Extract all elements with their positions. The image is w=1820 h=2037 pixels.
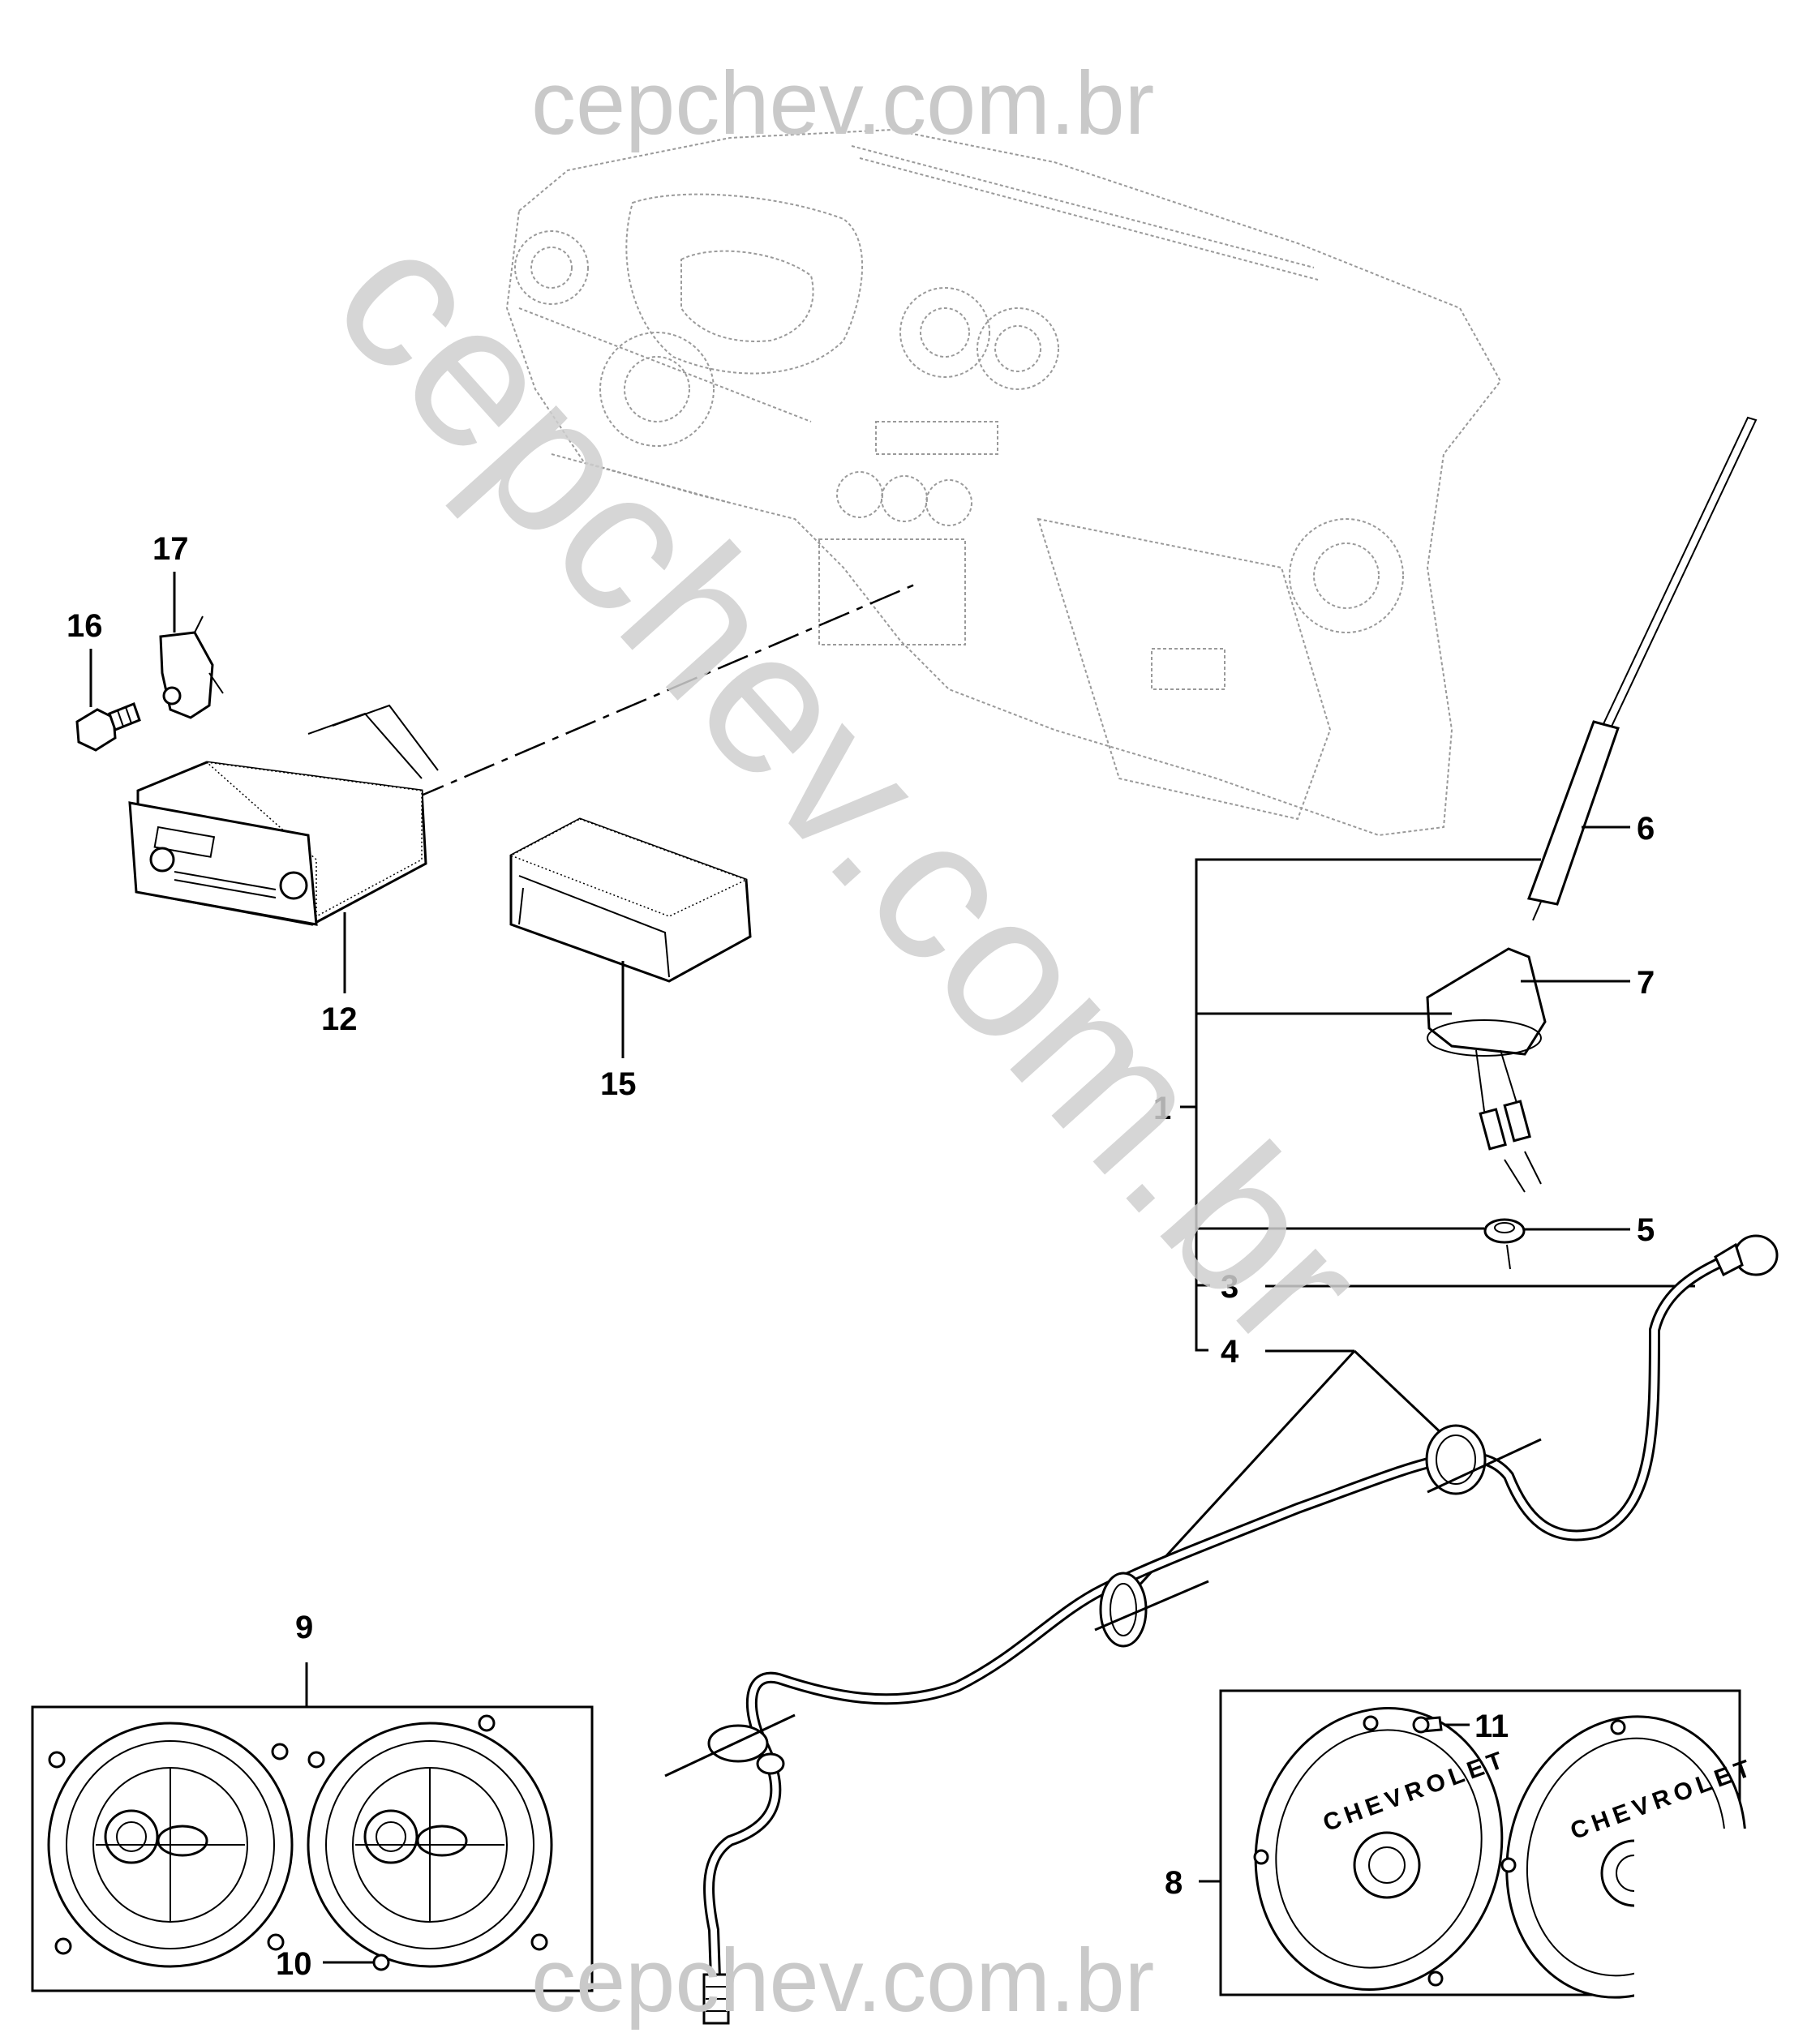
callout-7: 7 xyxy=(1637,965,1655,1001)
leader-4 xyxy=(1134,1349,1445,1591)
radio-unit-part-12 xyxy=(128,704,439,926)
callout-15: 15 xyxy=(600,1066,637,1102)
callout-4: 4 xyxy=(1221,1334,1239,1370)
watermark-top: cepchev.com.br xyxy=(531,54,1154,153)
cable-grommets-part-4 xyxy=(664,1424,1542,1778)
callout-3: 3 xyxy=(1221,1269,1238,1305)
grommet-part-5 xyxy=(1483,1218,1526,1270)
callout-8: 8 xyxy=(1165,1865,1183,1901)
rear-speaker-left: CHEVROLET xyxy=(1253,1707,1511,1991)
rear-speaker-cover xyxy=(1634,1829,1748,1999)
callout-17: 17 xyxy=(152,531,189,567)
callout-10: 10 xyxy=(276,1946,312,1982)
dashboard-outline xyxy=(505,128,1502,837)
front-speaker-left xyxy=(47,1722,294,1968)
watermark-bottom: cepchev.com.br xyxy=(531,1931,1154,2031)
clip-nut-part-17 xyxy=(159,615,224,719)
group-1-bracket xyxy=(1180,858,1541,1352)
installation-centerline xyxy=(413,582,917,800)
callout-1: 1 xyxy=(1153,1091,1171,1126)
speaker-box-9 xyxy=(31,1705,594,1992)
callout-9: 9 xyxy=(295,1610,313,1645)
callout-5: 5 xyxy=(1637,1212,1655,1248)
antenna-base-part-7 xyxy=(1426,947,1547,1193)
callout-12: 12 xyxy=(321,1001,358,1037)
antenna-mast-part-6 xyxy=(1526,416,1758,921)
screw-part-11 xyxy=(1412,1716,1443,1734)
radio-housing-part-15 xyxy=(509,817,752,983)
callout-16: 16 xyxy=(67,608,103,644)
front-speaker-right xyxy=(307,1714,553,1971)
callout-6: 6 xyxy=(1637,811,1655,847)
callout-11: 11 xyxy=(1474,1709,1509,1744)
bolt-part-16 xyxy=(75,702,141,752)
